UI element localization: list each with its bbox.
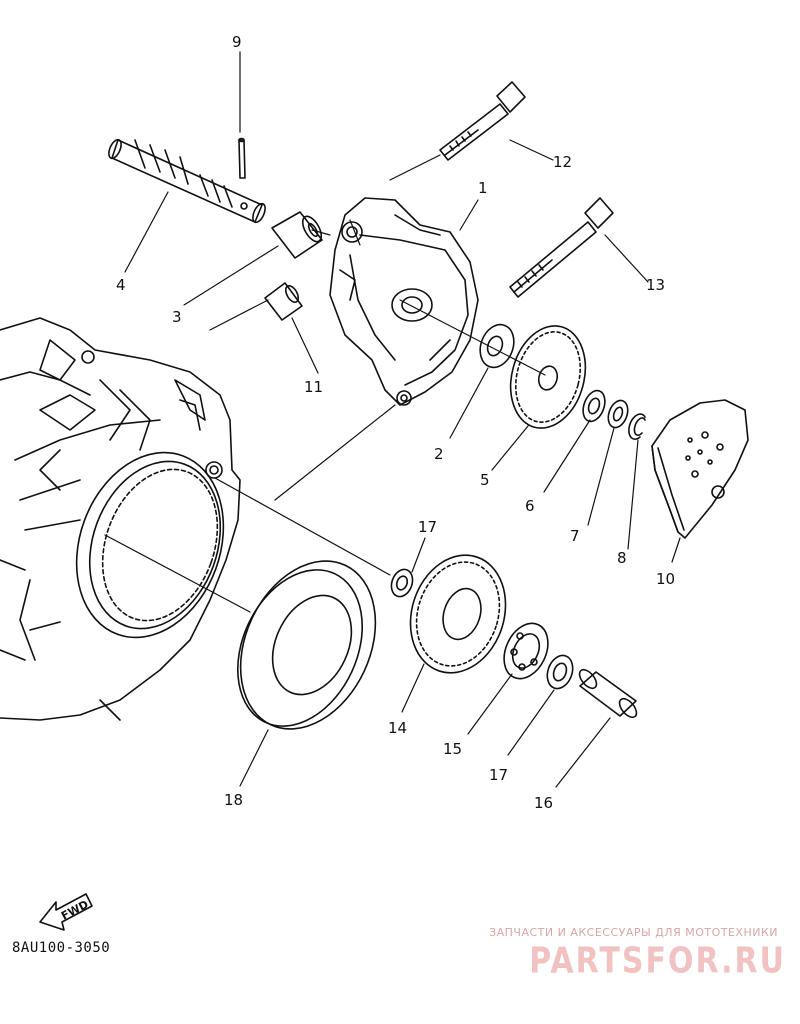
callout-2: 2 [434,445,444,463]
watermark-tagline: ЗАПЧАСТИ И АКСЕССУАРЫ ДЛЯ МОТОТЕХНИКИ [489,926,778,939]
callout-18: 18 [224,791,243,809]
callout-8: 8 [617,549,627,567]
callout-16: 16 [534,794,553,812]
callout-13: 13 [646,276,665,294]
part-9-pin [238,137,246,179]
part-16-sleeve [578,668,638,719]
callout-10: 10 [656,570,675,588]
callout-1: 1 [478,179,488,197]
callout-15: 15 [443,740,462,758]
fwd-label: FWD [59,898,91,923]
part-2-washer [479,323,515,369]
part-5-gear [509,325,587,429]
part-4-shaft [108,138,266,224]
callout-labels: 9 12 1 13 4 3 11 2 5 6 7 8 10 17 14 15 1… [59,33,675,923]
part-13-bolt [509,197,614,298]
callout-12: 12 [553,153,572,171]
callout-7: 7 [570,527,580,545]
part-6-washer [582,389,606,423]
part-17-washer-lower [546,654,574,690]
part-12-bolt [439,81,526,161]
callout-5: 5 [480,471,490,489]
part-17-washer-upper [390,568,414,598]
part-1-cover [329,197,479,406]
part-14-gear [409,554,507,674]
callout-17-lower: 17 [489,766,508,784]
callout-4: 4 [116,276,126,294]
fwd-arrow [39,893,93,931]
part-3-collar [271,211,323,259]
part-8-clip [628,413,646,440]
callout-11: 11 [304,378,323,396]
leader-lines [104,51,681,788]
watermark-brand: PARTSFOR.RU [529,940,786,982]
part-15-bearing [503,622,549,680]
diagram-code: 8AU100-3050 [12,940,111,956]
part-18-seal [236,560,377,730]
callout-6: 6 [525,497,535,515]
part-10-plate [651,399,749,539]
part-11-dowel [264,282,303,321]
callout-14: 14 [388,719,407,737]
crankcase-bore [75,451,225,639]
callout-3: 3 [172,308,182,326]
callout-9: 9 [232,33,242,51]
crankcase [0,317,241,721]
callout-17-upper: 17 [418,518,437,536]
part-7-washer [607,399,629,429]
